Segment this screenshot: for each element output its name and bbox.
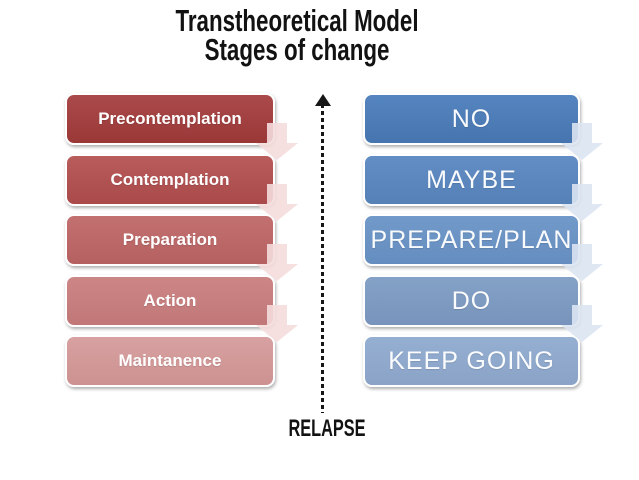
stage-label: NO [451,104,492,133]
down-arrow-icon [561,244,603,281]
stage-label: DO [451,286,492,315]
stage-box-prepare-plan: PREPARE/PLAN [363,214,580,266]
title-line-1: Transtheoretical Model [175,3,419,38]
down-arrow-icon [561,305,603,342]
down-arrow-icon [256,123,298,160]
stage-box-contemplation: Contemplation [65,154,275,206]
stage-label: Maintanence [118,351,222,370]
stage-box-preparation: Preparation [65,214,275,266]
relapse-dotted-line [321,104,324,413]
stage-label: Contemplation [110,170,230,189]
relapse-arrow-up-head-icon [315,94,331,106]
slide-title: Transtheoretical Model Stages of change [153,3,441,67]
down-arrow-icon [256,244,298,281]
stage-box-action: Action [65,275,275,327]
title-line-2: Stages of change [204,32,390,67]
down-arrow-icon [256,305,298,342]
stage-label: Preparation [122,230,218,249]
relapse-label: RELAPSE [288,415,366,442]
stage-label: MAYBE [426,165,517,194]
stage-label: PREPARE/PLAN [370,225,573,254]
stage-label: Precontemplation [98,109,242,128]
stage-box-no: NO [363,93,580,145]
stage-box-do: DO [363,275,580,327]
down-arrow-icon [561,184,603,221]
down-arrow-icon [561,123,603,160]
stage-box-precontemplation: Precontemplation [65,93,275,145]
stage-label: Action [143,291,197,310]
stage-box-maybe: MAYBE [363,154,580,206]
stage-box-keep-going: KEEP GOING [363,335,580,387]
down-arrow-icon [256,184,298,221]
stage-label: KEEP GOING [388,346,555,375]
stages-column-right: NO MAYBE PREPARE/PLAN DO KEEP GOING [363,93,603,393]
stage-box-maintanence: Maintanence [65,335,275,387]
